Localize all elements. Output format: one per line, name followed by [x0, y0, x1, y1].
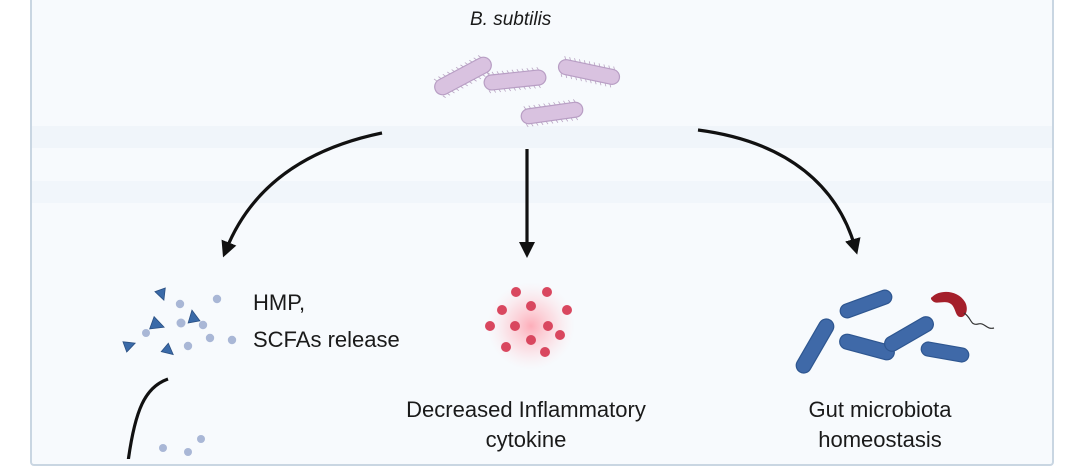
- cytokine-label: cytokine: [485, 427, 567, 452]
- inflammatory-label: Decreased Inflammatory: [406, 397, 646, 422]
- bacillus-rod: [483, 66, 547, 94]
- hmp-triangle: [154, 287, 166, 302]
- cytokine-dot: [501, 342, 511, 352]
- hmp-triangle: [122, 341, 137, 353]
- arrow-to-right: [697, 128, 861, 255]
- bacillus-rod: [433, 55, 492, 99]
- arrow-to-left: [221, 131, 383, 258]
- cytokine-dot: [485, 321, 495, 331]
- microbiota-rod: [884, 316, 934, 352]
- scfa-dot: [175, 299, 185, 309]
- microbiota-rod: [920, 341, 970, 363]
- scfa-dot: [205, 333, 215, 343]
- scfa-dot: [176, 318, 186, 328]
- homeostasis-label: homeostasis: [818, 427, 942, 452]
- bacillus-rod: [557, 56, 621, 88]
- particle-dot: [159, 444, 167, 452]
- hmp-label: HMP,: [253, 290, 306, 315]
- cytokine-dot: [526, 335, 536, 345]
- scfa-dot: [183, 341, 193, 351]
- gut-microbiota-label: Gut microbiota: [808, 397, 952, 422]
- particles-icon: [159, 435, 205, 456]
- cytokine-dot: [511, 287, 521, 297]
- bacterium-name: B. subtilis: [470, 9, 552, 30]
- scfa-dot: [227, 335, 237, 345]
- pathogen-icon: [930, 291, 995, 329]
- cytokine-dot: [555, 330, 565, 340]
- microbiota-rod: [839, 333, 895, 361]
- cytokine-cluster-icon: [485, 282, 575, 370]
- hmp-scfa-icon: [122, 287, 237, 356]
- cytokine-dot: [510, 321, 520, 331]
- scfa-dot: [198, 320, 208, 330]
- scfa-release-label: SCFAs release: [253, 327, 400, 352]
- bacillus-rod: [520, 99, 584, 128]
- scfa-dot: [142, 329, 150, 337]
- particle-dot: [184, 448, 192, 456]
- cytokine-dot: [540, 347, 550, 357]
- cytokine-dot: [543, 321, 553, 331]
- background-band: [32, 126, 1052, 148]
- cytokine-dot: [526, 301, 536, 311]
- particle-dot: [197, 435, 205, 443]
- background-band: [32, 181, 1052, 203]
- cytokine-dot: [497, 305, 507, 315]
- hmp-triangle: [149, 315, 165, 330]
- scfa-dot: [212, 294, 222, 304]
- gut-microbiota-icon: [795, 289, 995, 374]
- cytokine-dot: [542, 287, 552, 297]
- hmp-triangle: [187, 309, 201, 324]
- cytokine-dot: [562, 305, 572, 315]
- arrow-continuation: [126, 377, 169, 459]
- microbiota-rod: [839, 289, 893, 319]
- bacillus-subtilis-icon: [433, 55, 621, 128]
- microbiota-rod: [795, 318, 835, 374]
- hmp-triangle: [160, 342, 174, 356]
